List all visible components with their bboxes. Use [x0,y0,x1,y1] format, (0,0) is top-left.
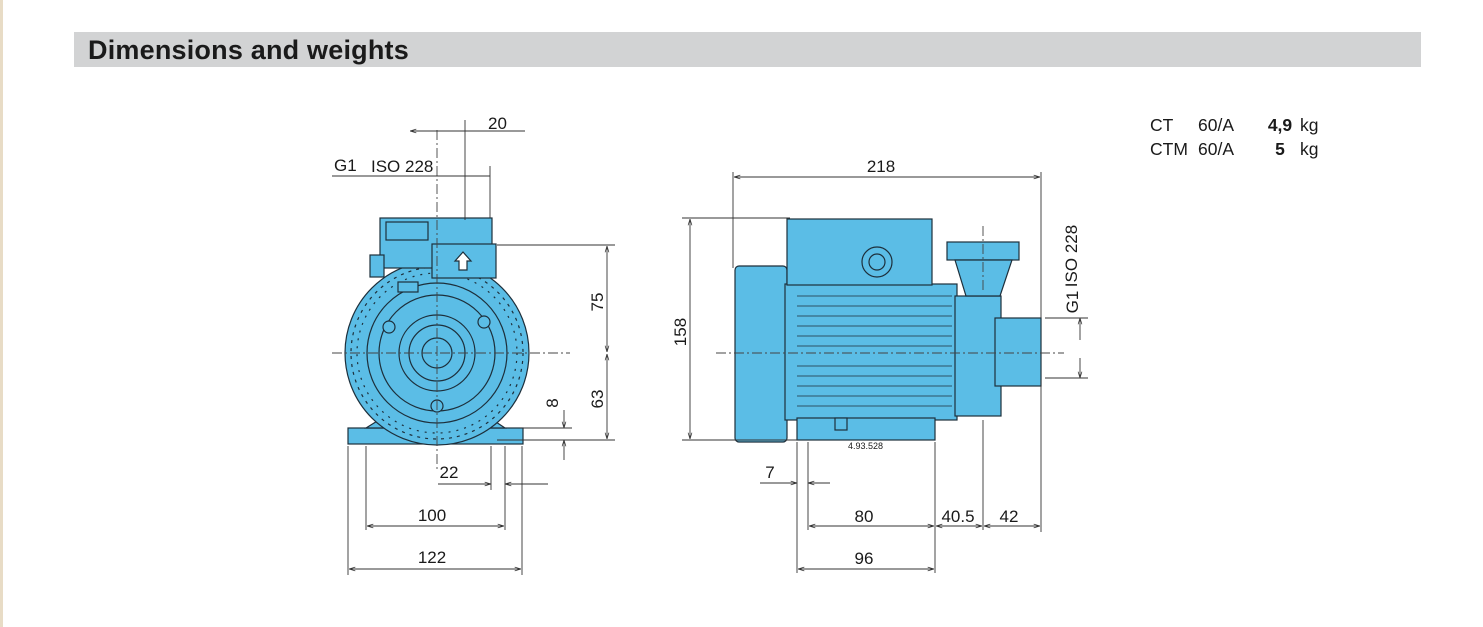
terminal-box-lid [385,221,429,241]
side-terminal-box [786,218,933,286]
weight-row: CTM 60/A 5 kg [1150,137,1318,161]
side-base [796,417,936,441]
thread-label: G1 [334,156,357,175]
weight-value: 4,9 [1267,115,1293,135]
fan-cover [734,265,788,443]
pump-body [954,295,1002,417]
thread-std-label: ISO 228 [371,157,433,176]
dim-label-218: 218 [867,157,895,176]
side-dimensions [682,172,1088,573]
motor-body [784,283,958,421]
section-header: Dimensions and weights [74,32,1421,67]
weight-unit: kg [1300,115,1319,135]
suction-pipe [994,317,1042,387]
dim-label-63: 63 [588,390,607,409]
dim-label-42: 42 [1000,507,1019,526]
side-centerlines [716,226,1064,354]
model-name: CTM [1150,139,1188,159]
dim-label-75: 75 [588,293,607,312]
dim-label-96: 96 [855,549,874,568]
weight-value: 5 [1275,139,1285,159]
model-code: 60/A [1198,139,1234,159]
weight-row: CT 60/A 4,9 kg [1150,113,1318,137]
dim-label-8: 8 [543,398,562,407]
dim-label-7: 7 [765,463,774,482]
page-edge [0,0,3,627]
dim-label-100: 100 [418,506,446,525]
dim-label-20: 20 [488,114,507,133]
front-dim-labels: 20 G1 ISO 228 75 63 8 22 100 122 [334,114,607,567]
cable-gland [369,254,385,278]
thread-label-side: G1 [1063,291,1082,314]
dim-label-40-5: 40.5 [941,507,974,526]
front-centerlines [332,130,570,470]
dim-label-22: 22 [440,463,459,482]
weight-unit: kg [1300,139,1319,159]
dim-label-122: 122 [418,548,446,567]
bolt-right [477,315,491,329]
bolt-left [382,320,396,334]
drain-plug [397,281,419,293]
motor-fins [350,266,524,440]
thread-std-label-side: ISO 228 [1062,225,1081,287]
side-view [734,218,1042,443]
model-name: CT [1150,115,1174,135]
side-dim-labels: 218 158 G1 ISO 228 7 80 40.5 42 96 [671,157,1082,568]
front-dimensions [332,120,615,575]
weights-table: CT 60/A 4,9 kg CTM 60/A 5 kg [1150,113,1318,161]
flow-arrow-icon [453,251,473,271]
plate-code: 4.93.528 [848,441,883,451]
earth-screw [834,417,848,431]
model-code: 60/A [1198,115,1234,135]
dim-label-158: 158 [671,318,690,346]
discharge-neck [954,259,1013,297]
motor-fins-side [797,295,952,407]
page-title: Dimensions and weights [88,35,409,65]
dim-label-80: 80 [855,507,874,526]
